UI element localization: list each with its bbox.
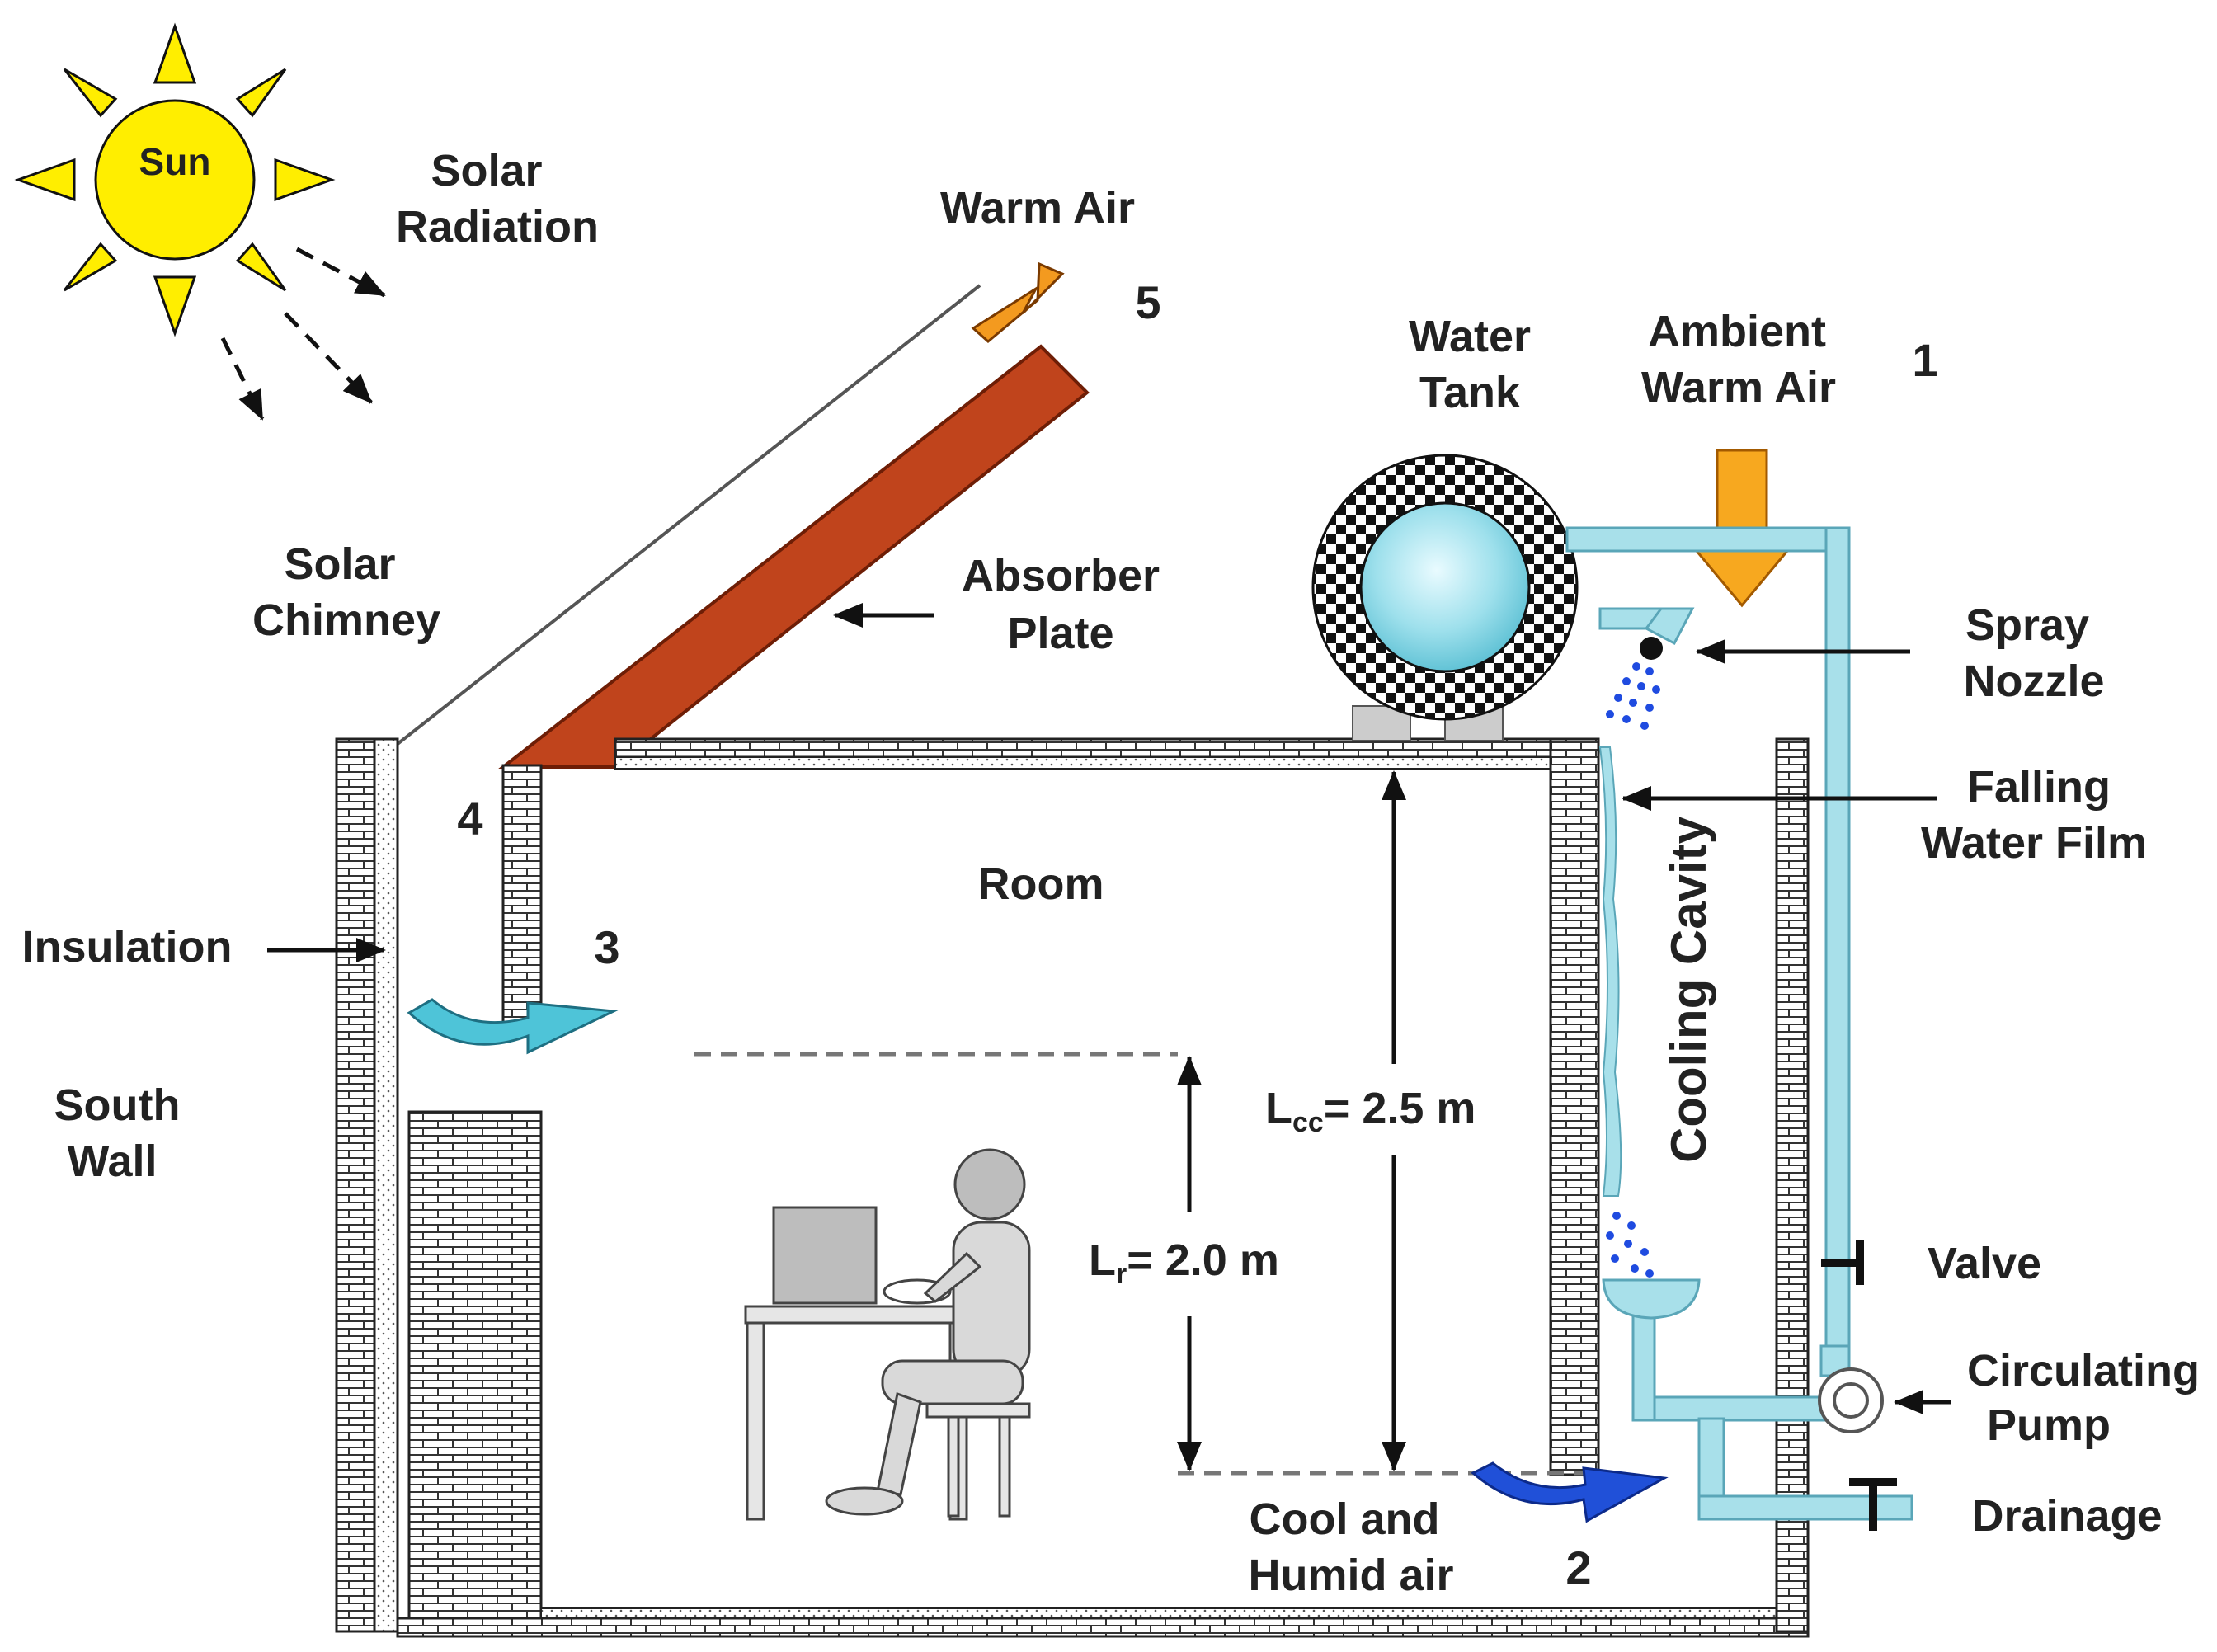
spray-nozzle-label-1: Spray bbox=[1965, 600, 2089, 650]
point-5-label: 5 bbox=[1135, 276, 1160, 328]
point-4-label: 4 bbox=[457, 793, 482, 845]
warm-air-exhaust-arrow bbox=[971, 261, 1065, 343]
lr-subscript: r bbox=[1116, 1259, 1127, 1290]
water-tank bbox=[1311, 454, 1579, 741]
cool-humid-air-label-1: Cool and bbox=[1250, 1494, 1440, 1544]
circulating-pump-icon bbox=[1818, 1344, 1884, 1433]
solar-radiation-label-1: Solar bbox=[431, 146, 542, 195]
spray-nozzle-label-2: Nozzle bbox=[1963, 657, 2104, 706]
drainage-label: Drainage bbox=[1971, 1491, 2162, 1541]
water-collection-trough bbox=[1602, 1278, 1701, 1320]
room-label: Room bbox=[978, 859, 1104, 909]
spray-droplets bbox=[1606, 662, 1660, 730]
ambient-warm-air-label-2: Warm Air bbox=[1641, 363, 1836, 412]
valve-label: Valve bbox=[1928, 1239, 2041, 1288]
solar-chimney-label-2: Chimney bbox=[252, 595, 440, 645]
spray-nozzle-head bbox=[1644, 607, 1695, 646]
roof-brick bbox=[614, 737, 1598, 759]
warm-air-label: Warm Air bbox=[940, 183, 1135, 233]
point-3-label: 3 bbox=[594, 921, 619, 973]
solar-chimney-label-1: Solar bbox=[284, 539, 395, 589]
point-1-label: 1 bbox=[1912, 334, 1937, 386]
lr-value: = 2.0 m bbox=[1127, 1235, 1279, 1285]
water-piping bbox=[1565, 526, 1913, 1521]
lcc-symbol: L bbox=[1265, 1084, 1292, 1133]
south-wall-label-2: Wall bbox=[67, 1137, 157, 1186]
north-wall-outer bbox=[1775, 737, 1810, 1633]
occupant-at-desk-illustration bbox=[744, 1148, 1031, 1521]
lcc-label: Lcc= 2.5 m bbox=[1265, 1084, 1476, 1138]
circulating-pump-label-1: Circulating bbox=[1967, 1346, 2200, 1395]
ambient-warm-air-label-1: Ambient bbox=[1648, 307, 1826, 356]
circulating-pump-label-2: Pump bbox=[1987, 1400, 2111, 1450]
water-tank-label-2: Tank bbox=[1419, 368, 1521, 417]
cooling-cavity-label: Cooling Cavity bbox=[1661, 816, 1716, 1163]
south-wall-inner-block bbox=[407, 1110, 543, 1633]
point-2-label: 2 bbox=[1565, 1541, 1591, 1593]
absorber-plate-label-1: Absorber bbox=[962, 551, 1160, 600]
absorber-plate bbox=[498, 344, 1090, 769]
sun-label: Sun bbox=[139, 140, 211, 183]
chimney-inlet-airflow-arrow bbox=[407, 998, 619, 1055]
lr-label: Lr= 2.0 m bbox=[1089, 1235, 1279, 1290]
lcc-value: = 2.5 m bbox=[1324, 1084, 1476, 1133]
chimney-glass-cover bbox=[396, 284, 981, 746]
sun-icon bbox=[14, 22, 336, 337]
falling-water-film bbox=[1598, 746, 1622, 1197]
lcc-subscript: cc bbox=[1292, 1107, 1324, 1138]
valve-icon bbox=[1821, 1240, 1864, 1285]
roof-insulation bbox=[614, 756, 1556, 770]
falling-water-film-label-1: Falling bbox=[1967, 762, 2111, 812]
chimney-inner-wall-upper bbox=[501, 764, 543, 1028]
floor-insulation bbox=[540, 1607, 1779, 1619]
spray-nozzle-icon bbox=[1640, 637, 1663, 660]
drainage-valve-icon bbox=[1849, 1478, 1897, 1531]
water-tank-label-1: Water bbox=[1409, 312, 1531, 361]
solar-radiation-label-2: Radiation bbox=[396, 202, 599, 252]
lr-symbol: L bbox=[1089, 1235, 1116, 1285]
cool-humid-air-label-2: Humid air bbox=[1248, 1551, 1453, 1600]
floor-brick bbox=[396, 1617, 1810, 1638]
falling-water-film-label-2: Water Film bbox=[1921, 818, 2147, 868]
south-wall-label-1: South bbox=[54, 1080, 181, 1130]
solar-radiation-arrows bbox=[220, 247, 386, 421]
absorber-plate-label-2: Plate bbox=[1007, 609, 1113, 658]
insulation-label: Insulation bbox=[22, 922, 233, 972]
collection-droplets bbox=[1606, 1212, 1654, 1278]
insulation-layer bbox=[373, 737, 399, 1633]
north-wall-inner bbox=[1549, 737, 1600, 1476]
south-wall-outer-brick bbox=[335, 737, 376, 1633]
cool-air-inlet-arrow bbox=[1471, 1461, 1669, 1523]
